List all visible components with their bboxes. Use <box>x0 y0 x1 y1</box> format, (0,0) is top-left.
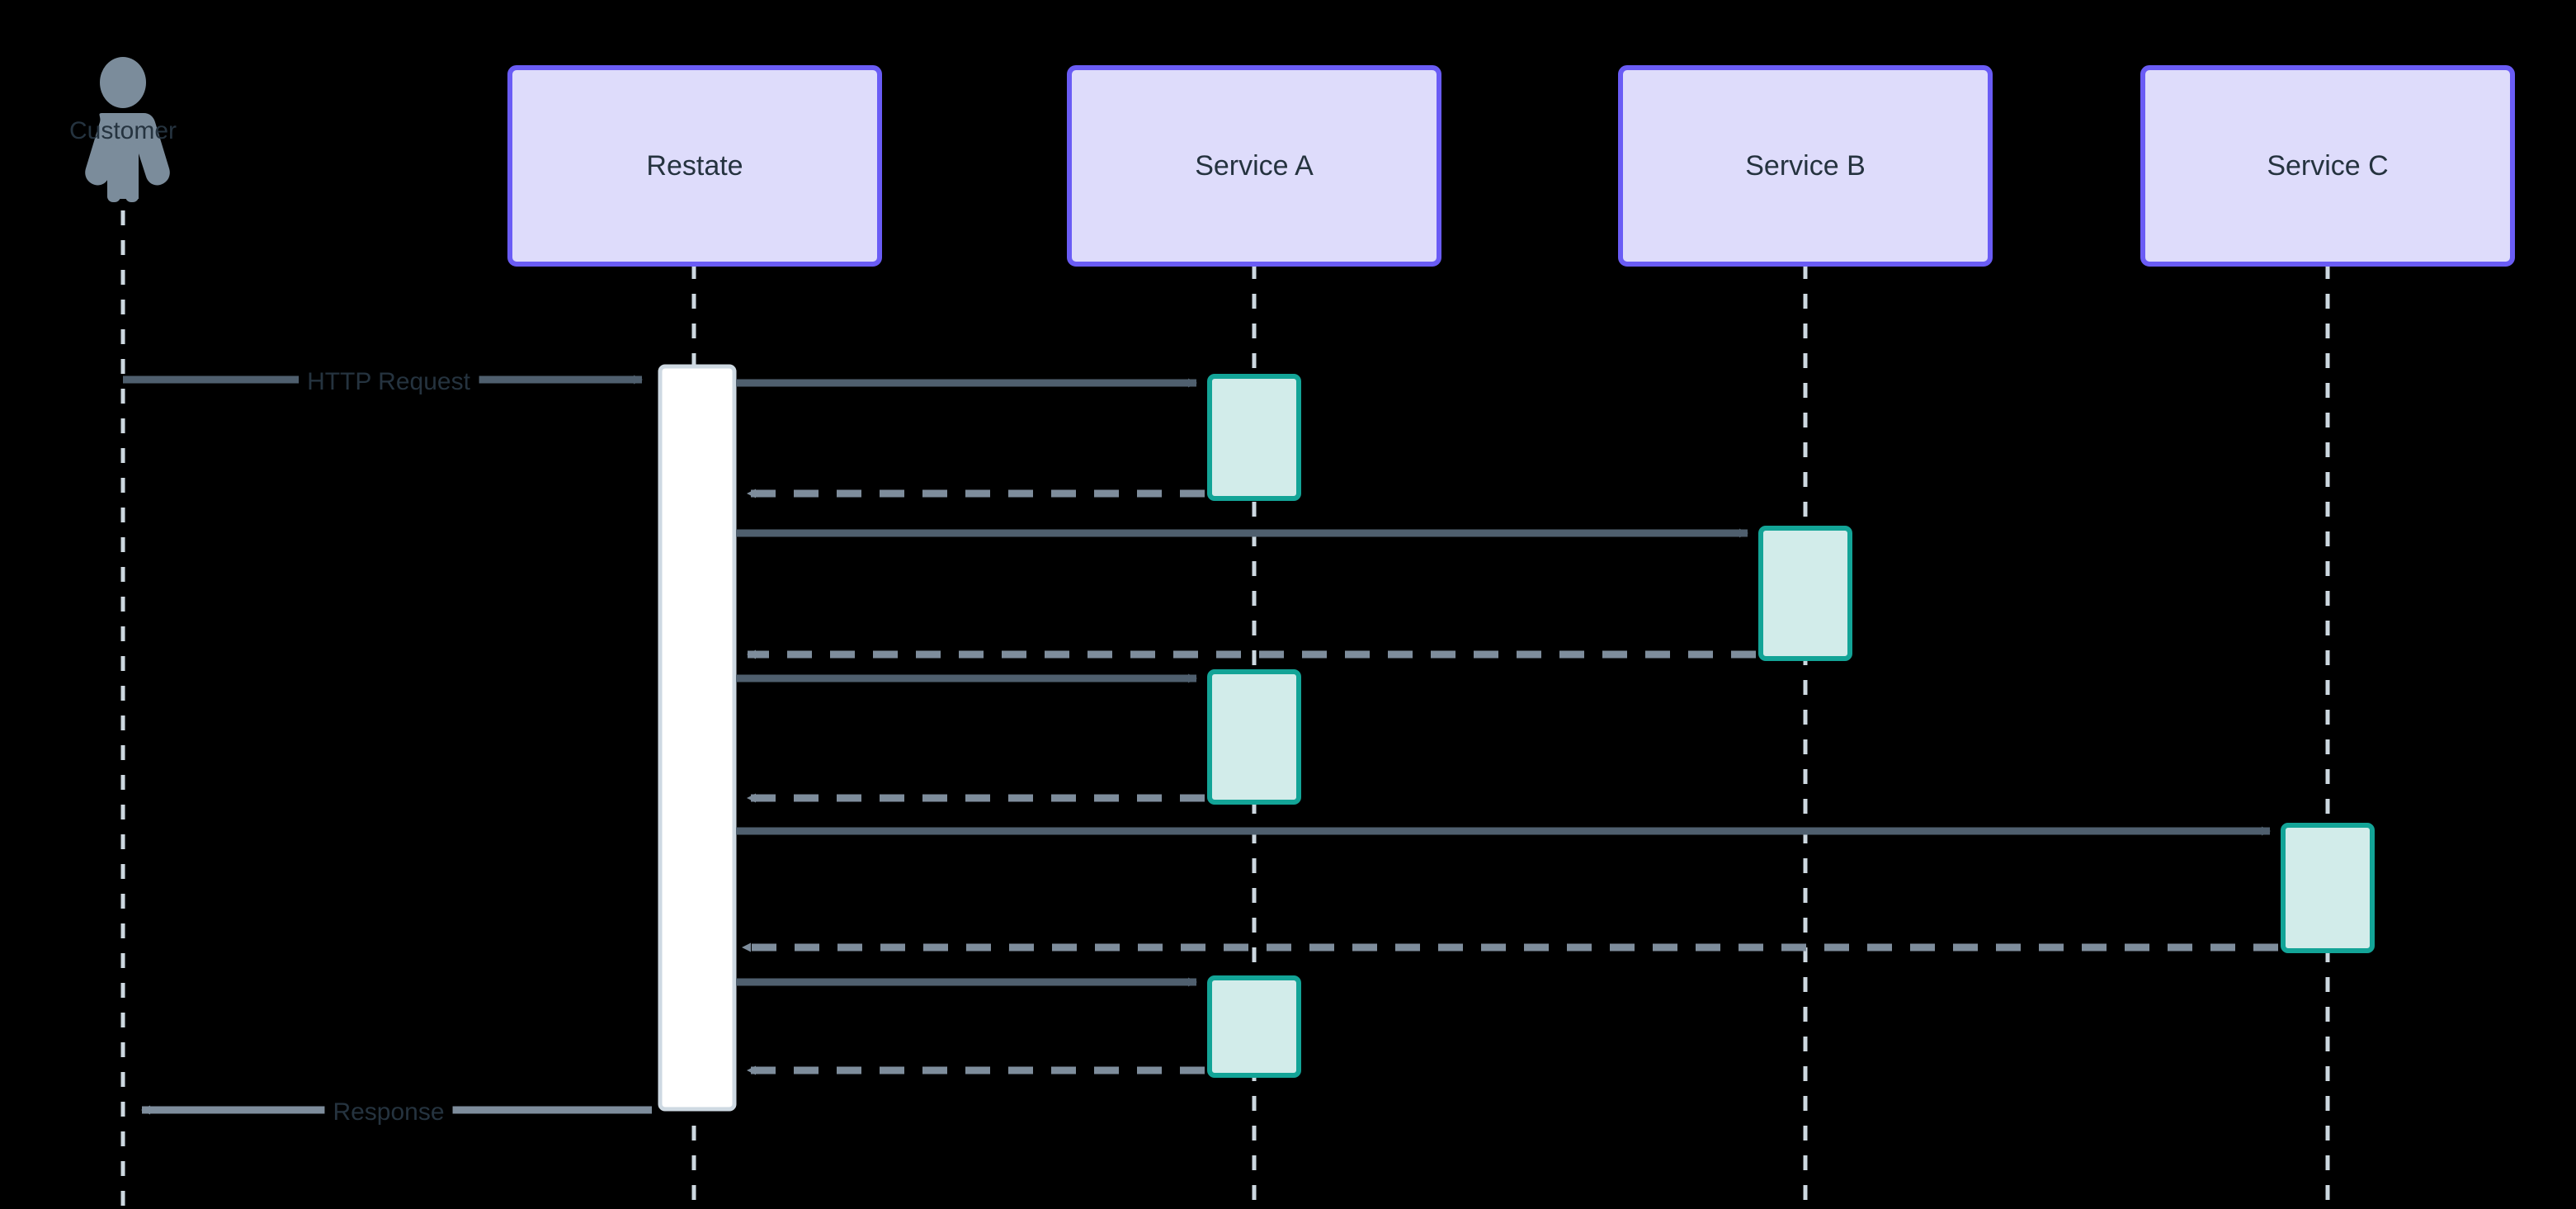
activation-service-a-1[interactable] <box>1207 374 1301 501</box>
activation-service-a-3[interactable] <box>1207 975 1301 1078</box>
message-http-request-label: HTTP Request <box>307 368 471 395</box>
participant-service-a-box[interactable] <box>1067 65 1441 267</box>
participant-boxes-layer: Restate Service A Service B Service C <box>507 65 2515 267</box>
participant-service-c-label: Service C <box>2267 150 2388 182</box>
message-http-request[interactable]: HTTP Request <box>123 366 643 397</box>
activations-layer <box>658 364 2375 1112</box>
activation-service-a-2[interactable] <box>1207 669 1301 805</box>
participant-service-c[interactable]: Service C <box>2140 65 2515 267</box>
participant-service-b-label: Service B <box>1745 150 1866 182</box>
message-response-label: Response <box>333 1098 444 1126</box>
participant-service-a-label: Service A <box>1195 150 1314 182</box>
activation-service-c-1[interactable] <box>2281 823 2375 953</box>
participant-service-a[interactable]: Service A <box>1067 65 1441 267</box>
message-label-backdrop <box>324 1097 453 1127</box>
participant-restate[interactable]: Restate <box>507 65 882 267</box>
participant-service-c-box[interactable] <box>2140 65 2515 267</box>
activation-restate[interactable] <box>658 364 737 1112</box>
participant-restate-label: Restate <box>646 150 743 182</box>
activation-service-b-1[interactable] <box>1758 526 1852 661</box>
actor-customer[interactable]: Customer <box>69 57 177 202</box>
participant-service-b-box[interactable] <box>1618 65 1993 267</box>
message-label-backdrop <box>299 366 479 397</box>
message-response[interactable]: Response <box>141 1097 652 1127</box>
participant-service-b[interactable]: Service B <box>1618 65 1993 267</box>
person-icon <box>85 57 170 202</box>
actor-customer-label: Customer <box>69 117 177 144</box>
participant-restate-box[interactable] <box>507 65 882 267</box>
messages-layer: HTTP Request <box>123 366 2278 1127</box>
